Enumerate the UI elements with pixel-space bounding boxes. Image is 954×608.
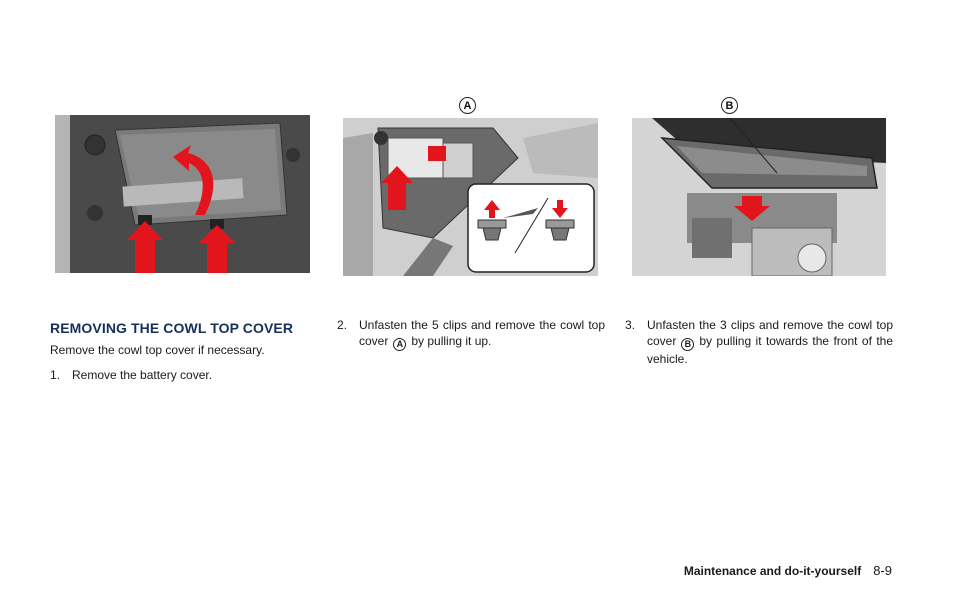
footer-section-title: Maintenance and do-it-yourself <box>683 564 862 578</box>
callout-a-inline: A <box>393 337 407 351</box>
step-text-before: Unfasten the 3 clips and remove the cowl… <box>647 318 893 348</box>
section-heading: REMOVING THE COWL TOP COVER <box>50 320 294 336</box>
column-2: 2. Unfasten the 5 clips and remove the c… <box>337 317 605 351</box>
cowl-top-cover-drawing <box>632 118 886 276</box>
step-text: Unfasten the 3 clips and remove the cowl… <box>647 317 893 367</box>
callout-a-label: A <box>459 97 476 114</box>
step-text: Unfasten the 5 clips and remove the cowl… <box>359 317 605 351</box>
step-2: 2. Unfasten the 5 clips and remove the c… <box>337 317 605 351</box>
step-text-before: Unfasten the 5 clips and remove the cowl… <box>359 318 605 348</box>
column-1: REMOVING THE COWL TOP COVER Remove the c… <box>50 320 315 383</box>
step-text: Remove the battery cover. <box>72 368 213 382</box>
intro-paragraph: Remove the cowl top cover if necessary. <box>50 343 265 357</box>
cowl-clips-illustration <box>343 118 598 276</box>
step-1: 1. Remove the battery cover. <box>50 367 315 383</box>
step-text-after: by pulling it towards the front of the v… <box>647 334 893 366</box>
step-text-after: by pulling it up. <box>411 334 492 348</box>
step-number: 3. <box>625 318 636 332</box>
page-number: 8-9 <box>873 563 892 578</box>
callout-b-label: B <box>721 97 738 114</box>
callout-b-inline: B <box>681 337 695 351</box>
battery-cover-illustration <box>55 115 310 273</box>
step-3: 3. Unfasten the 3 clips and remove the c… <box>625 317 893 367</box>
page-footer: Maintenance and do-it-yourself 8-9 <box>684 563 892 578</box>
cowl-top-cover-illustration <box>632 118 886 276</box>
column-3: 3. Unfasten the 3 clips and remove the c… <box>625 317 893 367</box>
battery-cover-drawing <box>55 115 310 273</box>
step-number: 1. <box>50 368 61 382</box>
step-number: 2. <box>337 318 348 332</box>
cowl-clips-drawing <box>343 118 598 276</box>
